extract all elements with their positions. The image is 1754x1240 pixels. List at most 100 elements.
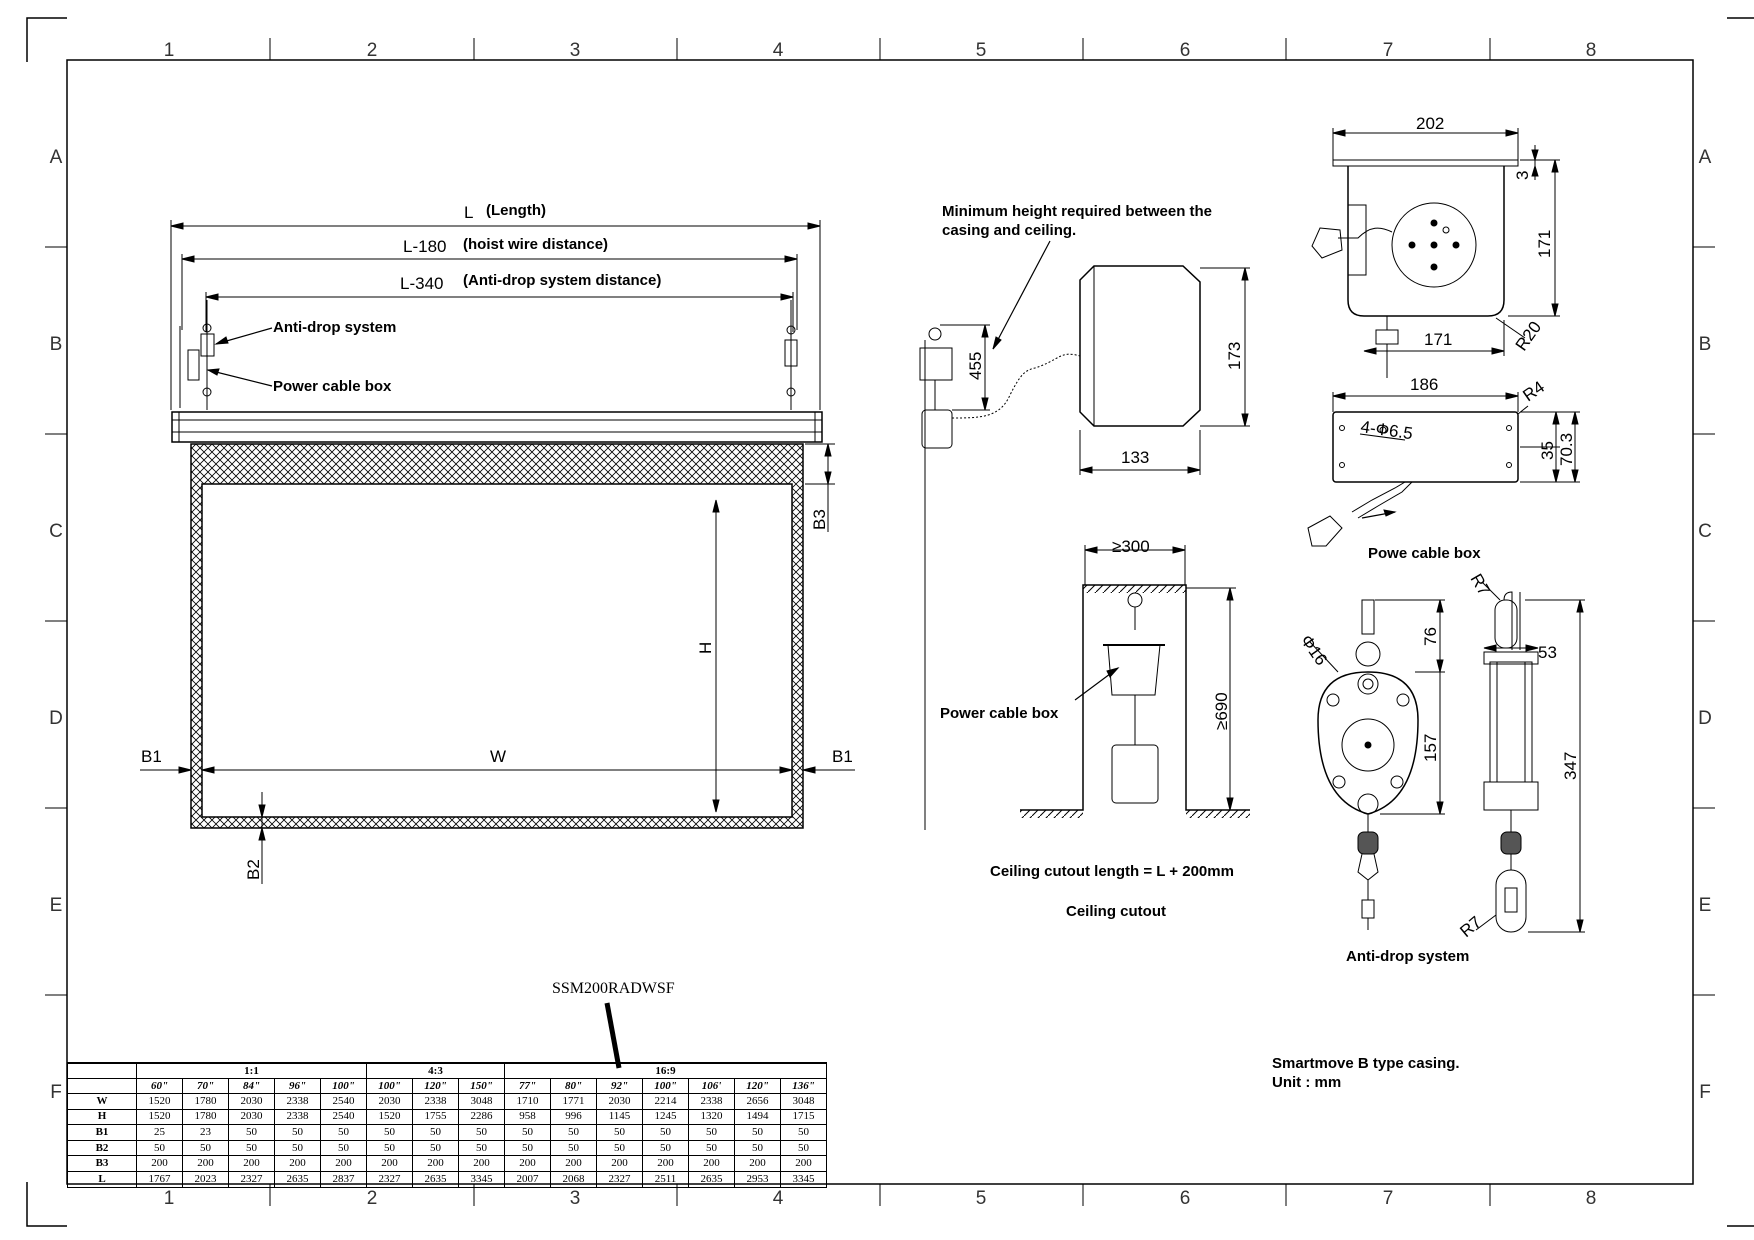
spec-cell: 3345 bbox=[458, 1170, 505, 1188]
spec-cell: 50 bbox=[550, 1124, 597, 1141]
dim-171-horizontal: 171 bbox=[1424, 330, 1452, 349]
grid-col-5-bottom: 5 bbox=[976, 1188, 987, 1209]
spec-cell: 200 bbox=[366, 1155, 413, 1172]
min-height-note-line1: Minimum height required between the bbox=[942, 203, 1212, 220]
grid-row-d-left: D bbox=[49, 708, 63, 729]
spec-cell: 1767 bbox=[136, 1170, 183, 1188]
spec-cell: 50 bbox=[366, 1124, 413, 1141]
spec-cell: 200 bbox=[734, 1155, 781, 1172]
grid-col-6-top: 6 bbox=[1180, 40, 1191, 61]
spec-cell: 2635 bbox=[688, 1170, 735, 1188]
spec-cell: 1710 bbox=[504, 1093, 551, 1110]
spec-cell: 50 bbox=[366, 1139, 413, 1157]
spec-cell: 200 bbox=[320, 1155, 367, 1172]
spec-cell: 200 bbox=[504, 1155, 551, 1172]
spec-cell: 200 bbox=[550, 1155, 597, 1172]
dim-157: 157 bbox=[1421, 734, 1440, 762]
spec-cell: 50 bbox=[504, 1124, 551, 1141]
ceiling-view-labels: Minimum height required between the casi… bbox=[940, 203, 1244, 920]
grid-col-3-bottom: 3 bbox=[570, 1188, 581, 1209]
spec-cell: 2338 bbox=[274, 1093, 321, 1110]
spec-cell: 2338 bbox=[412, 1093, 459, 1110]
front-view-labels: L (Length) L-180 (hoist wire distance) L… bbox=[141, 202, 853, 880]
spec-cell: 200 bbox=[228, 1155, 275, 1172]
spec-cell: 200 bbox=[688, 1155, 735, 1172]
dim-171-vertical: 171 bbox=[1535, 230, 1554, 258]
spec-cell: 50 bbox=[274, 1124, 321, 1141]
spec-group-header: 4:3 bbox=[366, 1062, 505, 1079]
spec-cell: 2511 bbox=[642, 1170, 689, 1188]
spec-size-header: 92" bbox=[596, 1078, 643, 1094]
grid-col-4-top: 4 bbox=[773, 40, 784, 61]
dim-70-3: 70.3 bbox=[1557, 433, 1576, 466]
unit-note: Unit : mm bbox=[1272, 1074, 1341, 1091]
grid-row-e-right: E bbox=[1699, 895, 1712, 916]
spec-cell: 200 bbox=[642, 1155, 689, 1172]
spec-cell: 50 bbox=[320, 1139, 367, 1157]
radius-r7-bottom: R7 bbox=[1456, 913, 1485, 942]
spec-cell: 1520 bbox=[136, 1093, 183, 1110]
spec-cell: 1780 bbox=[182, 1108, 229, 1126]
grid-col-8-bottom: 8 bbox=[1586, 1188, 1597, 1209]
spec-row-label: B1 bbox=[67, 1124, 137, 1141]
spec-cell: 2540 bbox=[320, 1108, 367, 1126]
spec-cell: 1520 bbox=[136, 1108, 183, 1126]
spec-cell: 1755 bbox=[412, 1108, 459, 1126]
spec-cell: 2030 bbox=[596, 1093, 643, 1110]
front-view bbox=[140, 220, 855, 884]
grid-row-f-left: F bbox=[50, 1082, 62, 1103]
spec-cell: 50 bbox=[642, 1124, 689, 1141]
spec-cell: 996 bbox=[550, 1108, 597, 1126]
model-name: SSM200RADWSF bbox=[552, 980, 675, 997]
grid-ticks bbox=[45, 38, 1715, 1206]
spec-cell: 2007 bbox=[504, 1170, 551, 1188]
spec-cell: 50 bbox=[642, 1139, 689, 1157]
spec-corner-cell bbox=[67, 1062, 137, 1079]
spec-cell: 2023 bbox=[182, 1170, 229, 1188]
spec-cell: 200 bbox=[136, 1155, 183, 1172]
spec-cell: 1520 bbox=[366, 1108, 413, 1126]
b3-label: B3 bbox=[810, 509, 829, 530]
spec-size-header: 60" bbox=[136, 1078, 183, 1094]
grid-col-7-top: 7 bbox=[1383, 40, 1394, 61]
model-callout: SSM200RADWSF bbox=[552, 980, 675, 1069]
length-symbol: L bbox=[464, 203, 473, 222]
spec-cell: 1780 bbox=[182, 1093, 229, 1110]
dim-3: 3 bbox=[1513, 171, 1532, 180]
spec-cell: 50 bbox=[458, 1139, 505, 1157]
cable-box-caption: Powe cable box bbox=[1368, 545, 1481, 562]
anti-drop-caption: Anti-drop system bbox=[1346, 948, 1469, 965]
spec-cell: 50 bbox=[780, 1124, 827, 1141]
spec-cell: 2635 bbox=[412, 1170, 459, 1188]
dim-53: 53 bbox=[1538, 643, 1557, 662]
spec-cell: 50 bbox=[228, 1124, 275, 1141]
spec-row-label: W bbox=[67, 1093, 137, 1110]
grid-col-2-top: 2 bbox=[367, 40, 378, 61]
dim-347: 347 bbox=[1561, 752, 1580, 780]
spec-cell: 3345 bbox=[780, 1170, 827, 1188]
grid-row-b-left: B bbox=[50, 334, 63, 355]
spec-size-header: 136" bbox=[780, 1078, 827, 1094]
spec-cell: 2030 bbox=[366, 1093, 413, 1110]
antidrop-note: (Anti-drop system distance) bbox=[463, 272, 661, 289]
spec-cell: 50 bbox=[734, 1124, 781, 1141]
grid-row-a-left: A bbox=[50, 147, 63, 168]
callout-power-cable-box: Power cable box bbox=[273, 378, 392, 395]
spec-cell: 50 bbox=[596, 1124, 643, 1141]
spec-cell: 2030 bbox=[228, 1108, 275, 1126]
b1-right-label: B1 bbox=[832, 747, 853, 766]
spec-cell: 50 bbox=[182, 1139, 229, 1157]
grid-row-c-left: C bbox=[49, 521, 63, 542]
spec-cell: 200 bbox=[596, 1155, 643, 1172]
dim-300: ≥300 bbox=[1112, 537, 1150, 556]
spec-cell: 2030 bbox=[228, 1093, 275, 1110]
spec-cell: 25 bbox=[136, 1124, 183, 1141]
spec-size-header: 100" bbox=[320, 1078, 367, 1094]
spec-cell: 2656 bbox=[734, 1093, 781, 1110]
